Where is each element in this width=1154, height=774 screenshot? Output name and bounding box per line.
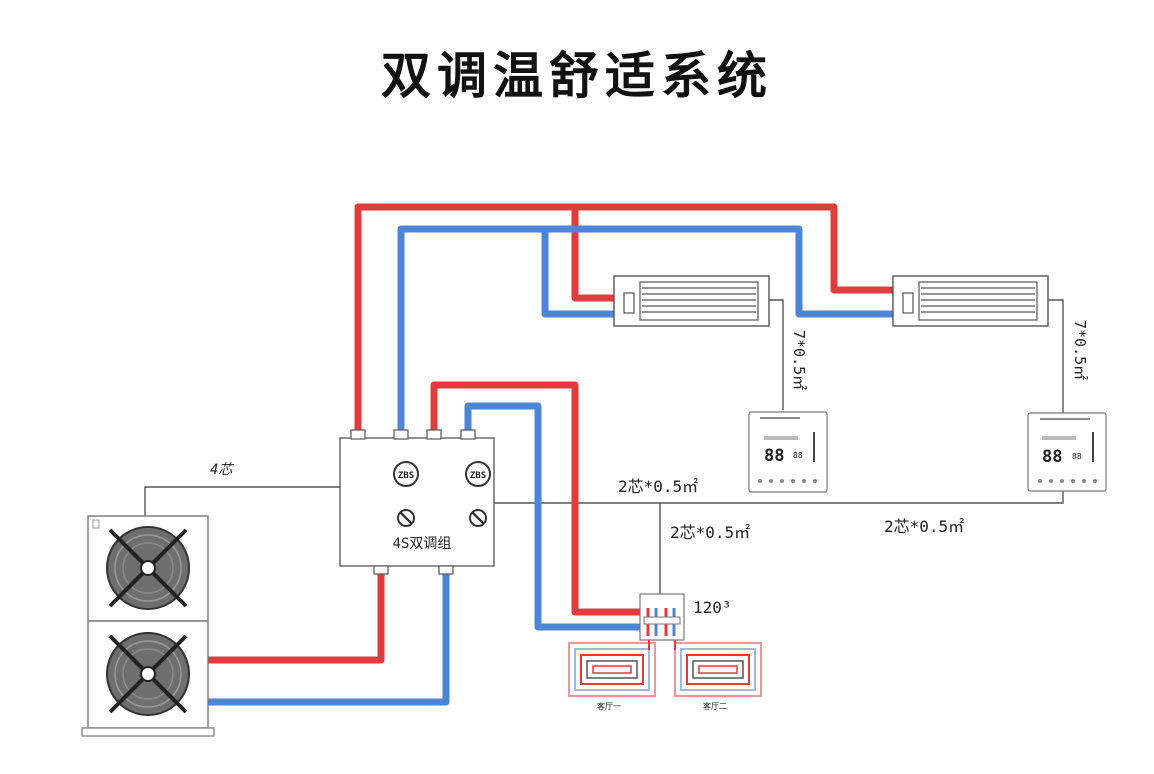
pipe-return-outdoor <box>194 562 450 706</box>
panel-2-small-display: 88 <box>1072 452 1082 461</box>
manifold-size-label: 120³ <box>693 598 732 617</box>
wire-between-panels-label: 2芯*0.5㎡ <box>884 517 964 536</box>
valve-zbs-2 <box>465 461 491 487</box>
pipe-supply-fcu1 <box>571 203 618 302</box>
wire-fcu1-panel-label: 7*0.5㎡ <box>790 330 808 390</box>
fan-icon <box>106 632 190 716</box>
floor-manifold <box>639 593 685 641</box>
pipe-return-floor <box>464 402 646 631</box>
hydraulic-hub: ZBS ZBS 4S双调组 <box>339 429 495 575</box>
valve-2-label: ZBS <box>470 471 486 481</box>
wire-outdoor-to-hub <box>144 486 340 516</box>
wire-4core-label: 4芯 <box>210 462 234 478</box>
valve-zbs-1 <box>393 461 419 487</box>
pipe-supply-outdoor <box>194 562 385 664</box>
thermostat-panel-2: 88 88 <box>1027 412 1107 492</box>
wire-to-manifold-label: 2芯*0.5㎡ <box>670 523 750 542</box>
fan-coil-unit-2 <box>892 275 1049 327</box>
wire-fcu2-panel-label: 7*0.5㎡ <box>1071 320 1089 380</box>
panel-1-display: 88 <box>764 446 784 466</box>
pipe-supply-floor <box>430 381 646 616</box>
bleed-screw-1 <box>397 509 415 527</box>
outdoor-heat-pump-unit <box>81 515 215 737</box>
diagram-title: 双调温舒适系统 <box>381 47 773 105</box>
pipe-return-fcu-main <box>397 225 897 436</box>
wire-outdoor-to-hub-label: 2芯*0.5㎡ <box>618 477 698 496</box>
floor-loop-2 <box>674 642 762 697</box>
pipes <box>194 203 897 706</box>
fan-coil-unit-1 <box>613 275 770 327</box>
valve-1-label: ZBS <box>398 471 414 481</box>
pipe-supply-fcu-main <box>354 203 897 436</box>
floor-loop-1-label: 客厅一 <box>597 701 621 711</box>
bleed-screw-2 <box>469 509 487 527</box>
hub-name: 4S双调组 <box>393 536 452 552</box>
floor-loop-2-label: 客厅二 <box>703 701 727 711</box>
thermostat-panel-1: 88 88 <box>748 411 828 493</box>
panel-2-display: 88 <box>1042 447 1062 467</box>
panel-1-small-display: 88 <box>793 451 803 460</box>
wire-hub-to-panel2 <box>494 491 1064 504</box>
fan-icon <box>106 526 190 610</box>
pipe-return-fcu1 <box>541 225 618 318</box>
control-wires <box>144 299 1064 594</box>
wire-fcu1-to-panel1 <box>769 299 784 410</box>
floor-loop-1 <box>568 642 656 697</box>
wire-fcu2-to-panel2 <box>1048 299 1064 413</box>
